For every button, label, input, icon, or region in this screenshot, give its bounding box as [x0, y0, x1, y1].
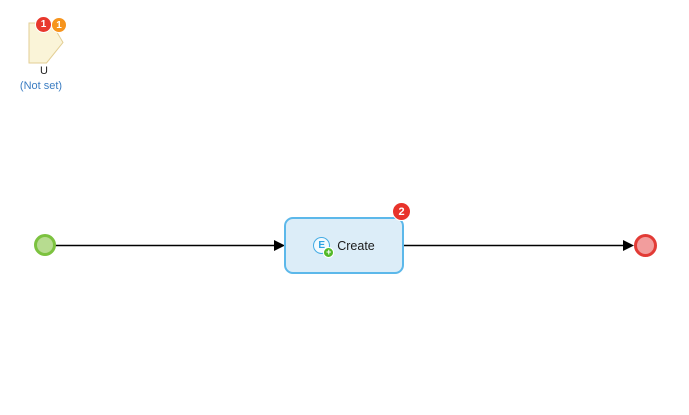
note-title: U: [40, 65, 48, 77]
arrowhead-icon: [623, 240, 634, 251]
note-subtitle-link[interactable]: (Not set): [19, 80, 63, 92]
arrowhead-icon: [274, 240, 285, 251]
connector-start-to-activity[interactable]: [54, 240, 285, 251]
activity-create[interactable]: E + Create: [284, 217, 404, 274]
entity-create-icon: E +: [313, 237, 335, 258]
note-warning-badge: 1: [51, 17, 67, 33]
note-error-badge: 1: [35, 16, 52, 33]
start-node[interactable]: [34, 234, 56, 256]
entity-icon-letter: E: [318, 240, 326, 251]
end-node[interactable]: [634, 234, 657, 257]
activity-label: Create: [337, 238, 375, 253]
activity-error-badge: 2: [392, 202, 411, 221]
connector-activity-to-end[interactable]: [404, 240, 634, 251]
plus-icon: +: [323, 247, 335, 258]
